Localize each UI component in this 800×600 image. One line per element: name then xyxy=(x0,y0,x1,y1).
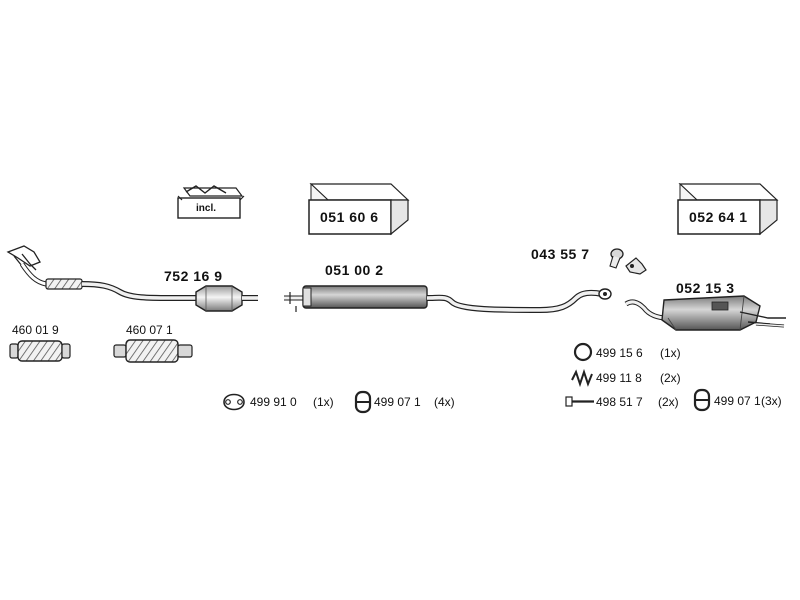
rubber-mount-left-quantity: (4x) xyxy=(434,395,455,409)
flex-pipe-1-part-number: 460 01 9 xyxy=(12,323,59,337)
kit-box-1-number: 051 60 6 xyxy=(320,209,379,225)
gasket-part-number: 499 91 0 xyxy=(250,395,297,409)
middle-silencer-part-number: 051 00 2 xyxy=(325,262,384,278)
rubber-mount-icon xyxy=(693,388,711,412)
bolt-quantity: (2x) xyxy=(658,395,679,409)
front-pipe-with-catalytic-converter[interactable] xyxy=(6,245,258,312)
bolt-clip-part-number: 043 55 7 xyxy=(531,246,590,262)
catalytic-converter-part-number: 752 16 9 xyxy=(164,268,223,284)
middle-pipe-with-silencer[interactable] xyxy=(284,285,612,314)
spring-icon xyxy=(571,368,593,388)
bolt-part-number: 498 51 7 xyxy=(596,395,643,409)
kit-box-incl-label: incl. xyxy=(196,203,217,214)
kit-box-2[interactable] xyxy=(677,182,779,236)
rubber-mount-right-part-number: 499 07 1 xyxy=(714,394,761,408)
flex-pipe-460-07-1[interactable] xyxy=(113,339,193,363)
kit-box-1[interactable] xyxy=(308,182,410,236)
bolt-icon xyxy=(565,396,594,407)
spring-quantity: (2x) xyxy=(660,371,681,385)
gasket-quantity: (1x) xyxy=(313,395,334,409)
rear-silencer-052-15-3[interactable] xyxy=(624,295,786,331)
ring-icon xyxy=(573,342,593,362)
ring-part-number: 499 15 6 xyxy=(596,346,643,360)
gasket-icon xyxy=(223,393,245,411)
kit-box-incl[interactable] xyxy=(177,185,245,219)
spring-part-number: 499 11 8 xyxy=(596,371,642,385)
flex-pipe-2-part-number: 460 07 1 xyxy=(126,323,173,337)
rubber-mount-icon xyxy=(354,390,372,414)
rubber-mount-left-part-number: 499 07 1 xyxy=(374,395,421,409)
kit-box-2-number: 052 64 1 xyxy=(689,209,748,225)
rubber-mount-right-quantity: (3x) xyxy=(761,394,782,408)
flex-pipe-460-01-9[interactable] xyxy=(9,340,71,362)
rear-silencer-part-number: 052 15 3 xyxy=(676,280,735,296)
clamp-bolt-043-55-7[interactable] xyxy=(609,248,647,275)
ring-quantity: (1x) xyxy=(660,346,681,360)
